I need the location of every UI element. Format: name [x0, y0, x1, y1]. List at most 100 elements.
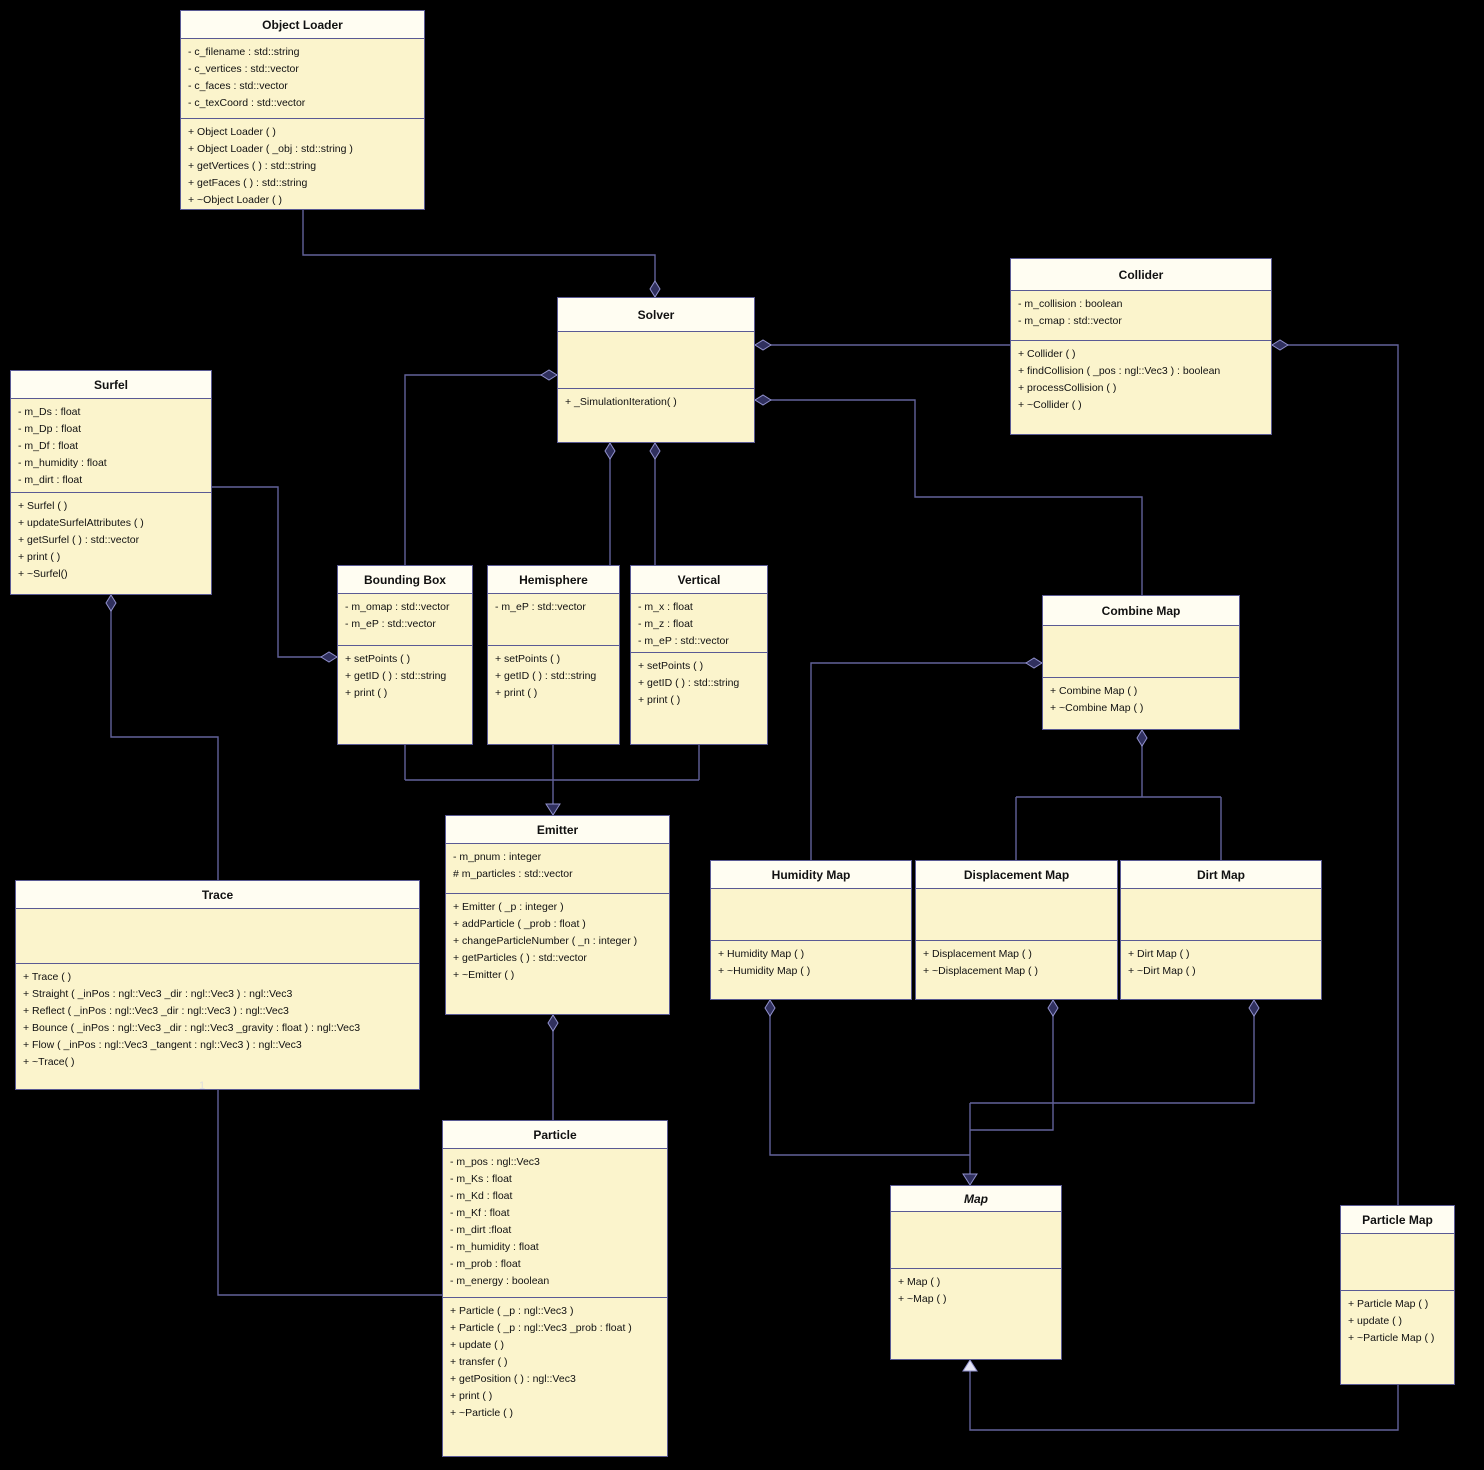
method-row: + Emitter ( _p : integer ) [453, 901, 564, 913]
attribute-row: - c_vertices : std::vector [188, 63, 299, 75]
attribute-row: - m_prob : float [450, 1258, 521, 1270]
method-row: + Particle ( _p : ngl::Vec3 _prob : floa… [450, 1322, 632, 1334]
methods-compartment: + Particle Map ( )+ update ( )+ ~Particl… [1341, 1291, 1454, 1384]
aggregation-diamond-icon [754, 394, 772, 406]
connector-trace-particle [217, 1090, 442, 1296]
attribute-row: - m_Dp : float [18, 423, 82, 435]
methods-compartment: + setPoints ( )+ getID ( ) : std::string… [338, 646, 472, 744]
class-title: Vertical [631, 566, 767, 594]
method-row: + updateSurfelAttributes ( ) [18, 517, 144, 529]
class-title: Solver [558, 298, 754, 332]
class-particle-map[interactable]: Particle Map+ Particle Map ( )+ update (… [1340, 1205, 1455, 1385]
methods-compartment: + Collider ( )+ findCollision ( _pos : n… [1011, 341, 1271, 434]
method-row: + getParticles ( ) : std::vector [453, 952, 587, 964]
method-row: + Collider ( ) [1018, 348, 1076, 360]
method-row: + ~Collider ( ) [1018, 399, 1082, 411]
connector-particlemap-map [969, 1363, 1399, 1431]
method-row: + setPoints ( ) [495, 653, 561, 665]
method-row: + Object Loader ( _obj : std::string ) [188, 143, 353, 155]
class-dirt-map[interactable]: Dirt Map+ Dirt Map ( )+ ~Dirt Map ( ) [1120, 860, 1322, 1000]
connector-dirtmap-map [970, 1000, 1255, 1104]
class-title: Collider [1011, 259, 1271, 291]
method-row: + Surfel ( ) [18, 500, 68, 512]
class-surfel[interactable]: Surfel- m_Ds : float- m_Dp : float- m_Df… [10, 370, 212, 595]
method-row: + print ( ) [638, 694, 681, 706]
inheritance-arrow-icon [962, 1173, 978, 1186]
attribute-row: - m_omap : std::vector [345, 601, 450, 613]
attribute-row: - m_Ks : float [450, 1173, 512, 1185]
class-hemisphere[interactable]: Hemisphere- m_eP : std::vector+ setPoint… [487, 565, 620, 745]
method-row: + Humidity Map ( ) [718, 948, 805, 960]
class-collider[interactable]: Collider- m_collision : boolean- m_cmap … [1010, 258, 1272, 435]
aggregation-diamond-icon [1025, 657, 1043, 669]
attribute-row: - m_humidity : float [18, 457, 107, 469]
method-row: + ~Combine Map ( ) [1050, 702, 1144, 714]
class-vertical[interactable]: Vertical- m_x : float- m_z : float- m_eP… [630, 565, 768, 745]
class-title: Trace [16, 881, 419, 909]
attributes-compartment [558, 332, 754, 389]
class-combine-map[interactable]: Combine Map + Combine Map ( )+ ~Combine M… [1042, 595, 1240, 730]
class-trace[interactable]: Trace + Trace ( )+ Straight ( _inPos : ng… [15, 880, 420, 1090]
attribute-row: - m_z : float [638, 618, 693, 630]
method-row: + getVertices ( ) : std::string [188, 160, 317, 172]
method-row: + Displacement Map ( ) [923, 948, 1032, 960]
class-humidity-map[interactable]: Humidity Map+ Humidity Map ( )+ ~Humidit… [710, 860, 912, 1000]
class-title: Combine Map [1043, 596, 1239, 626]
method-row: + getPosition ( ) : ngl::Vec3 [450, 1373, 576, 1385]
attributes-compartment: - m_pos : ngl::Vec3- m_Ks : float- m_Kd … [443, 1149, 667, 1298]
aggregation-diamond-icon [540, 369, 558, 381]
attributes-compartment: - m_pnum : integer# m_particles : std::v… [446, 844, 669, 894]
methods-compartment: + Combine Map ( )+ ~Combine Map ( ) [1043, 678, 1239, 729]
class-title: Map [891, 1186, 1061, 1212]
class-solver[interactable]: Solver+ _SimulationIteration( ) [557, 297, 755, 443]
aggregation-diamond-icon [604, 442, 616, 460]
aggregation-diamond-icon [754, 339, 772, 351]
aggregation-diamond-icon [547, 1014, 559, 1032]
attribute-row: - m_cmap : std::vector [1018, 315, 1122, 327]
methods-compartment: + Surfel ( ) + updateSurfelAttributes ( )… [11, 493, 211, 594]
method-row: + ~Dirt Map ( ) [1128, 965, 1196, 977]
attribute-row: - m_pos : ngl::Vec3 [450, 1156, 540, 1168]
connector-combinemap-humiditymap [810, 662, 1042, 860]
method-row: + Particle ( _p : ngl::Vec3 ) [450, 1305, 574, 1317]
attributes-compartment [891, 1212, 1061, 1269]
aggregation-diamond-icon [1047, 999, 1059, 1017]
aggregation-diamond-icon [764, 999, 776, 1017]
method-row: + Object Loader ( ) [188, 126, 276, 138]
aggregation-diamond-icon [320, 651, 338, 663]
class-particle[interactable]: Particle- m_pos : ngl::Vec3- m_Ks : floa… [442, 1120, 668, 1457]
connector-surfel-boundingbox [212, 486, 337, 658]
attributes-compartment [1341, 1234, 1454, 1291]
attributes-compartment [916, 889, 1117, 941]
method-row: + addParticle ( _prob : float ) [453, 918, 586, 930]
class-title: Hemisphere [488, 566, 619, 594]
class-bounding-box[interactable]: Bounding Box- m_omap : std::vector- m_eP… [337, 565, 473, 745]
class-map[interactable]: Map + Map ( )+ ~Map ( ) [890, 1185, 1062, 1360]
attributes-compartment: - m_Ds : float- m_Dp : float- m_Df : flo… [11, 399, 211, 493]
attribute-row: - m_collision : boolean [1018, 298, 1123, 310]
attribute-row: - m_eP : std::vector [638, 635, 729, 647]
method-row: + ~Trace( ) [23, 1056, 75, 1068]
methods-compartment: + Trace ( )+ Straight ( _inPos : ngl::Ve… [16, 964, 419, 1089]
methods-compartment: + setPoints ( )+ getID ( ) : std::string… [488, 646, 619, 744]
attributes-compartment [711, 889, 911, 941]
attribute-row: - c_texCoord : std::vector [188, 97, 306, 109]
class-object-loader[interactable]: Object Loader- c_filename : std::string-… [180, 10, 425, 210]
methods-compartment: + Displacement Map ( )+ ~Displacement Ma… [916, 941, 1117, 999]
class-displacement-map[interactable]: Displacement Map+ Displacement Map ( )+ … [915, 860, 1118, 1000]
attribute-row: # m_particles : std::vector [453, 868, 573, 880]
class-emitter[interactable]: Emitter- m_pnum : integer# m_particles :… [445, 815, 670, 1015]
attribute-row: - m_dirt :float [450, 1224, 512, 1236]
method-row: + update ( ) [1348, 1315, 1402, 1327]
methods-compartment: + Map ( )+ ~Map ( ) [891, 1269, 1061, 1359]
method-row: + ~Particle Map ( ) [1348, 1332, 1435, 1344]
method-row: + Reflect ( _inPos : ngl::Vec3 _dir : ng… [23, 1005, 289, 1017]
method-row: + transfer ( ) [450, 1356, 508, 1368]
attribute-row: - m_eP : std::vector [345, 618, 436, 630]
aggregation-diamond-icon [105, 594, 117, 612]
method-row: + getSurfel ( ) : std::vector [18, 534, 140, 546]
attributes-compartment: - m_collision : boolean- m_cmap : std::v… [1011, 291, 1271, 341]
attributes-compartment [1121, 889, 1321, 941]
method-row: + ~Object Loader ( ) [188, 194, 282, 206]
